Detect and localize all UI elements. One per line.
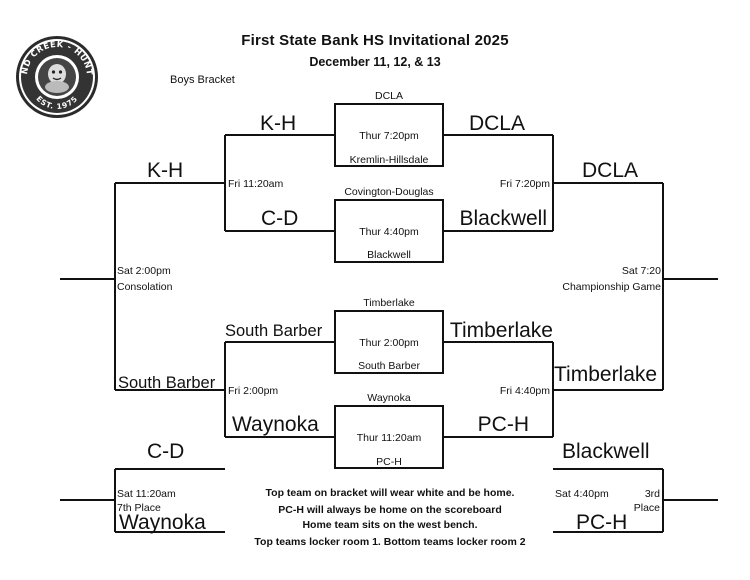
seventh-top-label: C-D	[147, 440, 185, 463]
champ-semi1-winner-label: DCLA	[582, 159, 639, 182]
third-bottom-label: PC-H	[576, 511, 628, 534]
g3-loser-label: South Barber	[225, 322, 323, 340]
g3-team-top: Timberlake	[363, 297, 415, 309]
note-2: PC-H will always be home on the scoreboa…	[278, 504, 502, 516]
championship-time: Sat 7:20	[621, 265, 661, 277]
seventh-time: Sat 11:20am	[117, 488, 176, 500]
g2-winner-label: Blackwell	[459, 207, 547, 230]
seventh-label: 7th Place	[117, 502, 161, 514]
third-top-label: Blackwell	[562, 440, 650, 463]
g2-team-bottom: Blackwell	[367, 249, 411, 261]
bracket-label: Boys Bracket	[170, 74, 235, 86]
g1-team-bottom: Kremlin-Hillsdale	[349, 154, 429, 166]
consolation-label: Consolation	[117, 281, 173, 293]
g3-team-bottom: South Barber	[358, 360, 420, 372]
third-label-2: Place	[633, 502, 660, 514]
page-title: First State Bank HS Invitational 2025	[241, 32, 509, 49]
g4-team-bottom: PC-H	[376, 456, 402, 468]
g3-time: Thur 2:00pm	[359, 337, 419, 349]
championship-label: Championship Game	[562, 281, 661, 293]
seventh-bottom-label: Waynoka	[119, 511, 206, 534]
champ-semi2-winner-label: Timberlake	[554, 363, 658, 386]
g2-team-top: Covington-Douglas	[344, 186, 434, 198]
g2-time: Thur 4:40pm	[359, 226, 419, 238]
third-time: Sat 4:40pm	[555, 488, 609, 500]
cons-semi1-time: Fri 11:20am	[228, 178, 284, 190]
consolation-time: Sat 2:00pm	[117, 265, 171, 277]
note-4: Top teams locker room 1. Bottom teams lo…	[254, 536, 526, 548]
g1-team-top: DCLA	[374, 90, 403, 102]
cons-semi2-winner-label: South Barber	[118, 374, 216, 392]
third-label-1: 3rd	[644, 488, 660, 500]
cons-semi1-winner-label: K-H	[147, 159, 184, 182]
note-3: Home team sits on the west bench.	[302, 519, 478, 531]
g3-winner-label: Timberlake	[449, 319, 553, 342]
g1-winner-label: DCLA	[468, 112, 525, 135]
cons-semi2-time: Fri 2:00pm	[228, 385, 279, 397]
g4-time: Thur 11:20am	[356, 432, 422, 444]
g4-loser-label: Waynoka	[232, 413, 319, 436]
champ-semi1-time: Fri 7:20pm	[499, 178, 550, 190]
page-dates: December 11, 12, & 13	[309, 55, 441, 69]
champ-semi2-time: Fri 4:40pm	[499, 385, 550, 397]
g1-loser-label: K-H	[260, 112, 297, 135]
g2-loser-label: C-D	[261, 207, 299, 230]
g4-winner-label: PC-H	[477, 413, 529, 436]
g4-team-top: Waynoka	[367, 392, 411, 404]
note-1: Top team on bracket will wear white and …	[265, 487, 515, 499]
school-seal-logo: POND CREEK - HUNTER EST. 1975	[10, 26, 100, 120]
g1-time: Thur 7:20pm	[359, 130, 419, 142]
